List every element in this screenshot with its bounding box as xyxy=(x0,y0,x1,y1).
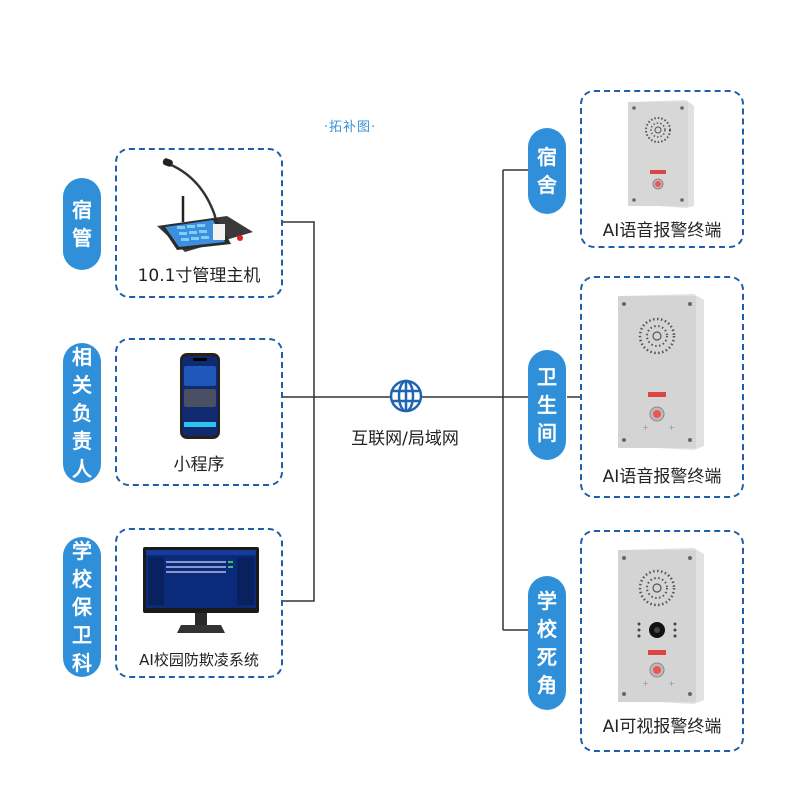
pill-char: 生 xyxy=(537,393,557,417)
device-label: AI校园防欺凌系统 xyxy=(139,651,259,669)
pill-char: 人 xyxy=(72,457,92,481)
pill-char: 科 xyxy=(72,651,92,675)
category-pill-restroom: 卫 生 间 xyxy=(528,350,566,460)
device-label: 10.1寸管理主机 xyxy=(137,266,261,286)
svg-text:+: + xyxy=(668,423,675,432)
pill-char: 责 xyxy=(72,429,92,453)
management-console-icon xyxy=(157,158,253,252)
device-label: AI语音报警终端 xyxy=(602,467,722,487)
video-alarm-terminal-icon: ++ xyxy=(618,548,704,704)
pill-char: 卫 xyxy=(72,623,92,647)
smartphone-icon xyxy=(180,353,220,439)
svg-text:+: + xyxy=(668,679,675,688)
pill-char: 间 xyxy=(537,421,557,445)
pill-char: 管 xyxy=(72,226,92,250)
pill-char: 相 xyxy=(72,345,92,369)
connector-left-top xyxy=(283,221,315,602)
device-box-management-console: 10.1寸管理主机 xyxy=(115,148,283,298)
device-box-mini-program: 小程序 xyxy=(115,338,283,486)
pill-char: 角 xyxy=(537,673,557,697)
pill-char: 舍 xyxy=(537,173,557,197)
svg-text:+: + xyxy=(642,423,649,432)
diagram-title: ·拓补图· xyxy=(323,120,377,135)
category-pill-dorm-management: 宿 管 xyxy=(63,178,101,270)
pill-char: 学 xyxy=(72,539,92,563)
voice-alarm-terminal-icon xyxy=(628,100,694,208)
device-label: AI语音报警终端 xyxy=(602,221,722,241)
pill-char: 校 xyxy=(72,567,92,591)
voice-alarm-terminal-icon: ++ xyxy=(618,294,704,450)
device-box-video-alarm: ++ AI可视报警终端 xyxy=(580,530,744,752)
category-pill-dormitory: 宿 舍 xyxy=(528,128,566,214)
pill-char: 学 xyxy=(537,589,557,613)
pill-char: 宿 xyxy=(72,198,92,222)
pill-char: 保 xyxy=(72,595,92,619)
pill-char: 校 xyxy=(537,617,557,641)
device-box-anti-bullying-system: AI校园防欺凌系统 xyxy=(115,528,283,678)
pill-char: 关 xyxy=(72,373,92,397)
pill-char: 负 xyxy=(72,401,92,425)
category-pill-responsible-person: 相 关 负 责 人 xyxy=(63,343,101,483)
category-pill-blind-spot: 学 校 死 角 xyxy=(528,576,566,710)
device-box-voice-alarm-dormitory: AI语音报警终端 xyxy=(580,90,744,248)
pill-char: 死 xyxy=(537,645,557,669)
category-pill-security-department: 学 校 保 卫 科 xyxy=(63,537,101,677)
pill-char: 卫 xyxy=(537,365,557,389)
pill-char: 宿 xyxy=(537,145,557,169)
monitor-icon xyxy=(143,547,259,633)
network-label: 互联网/局域网 xyxy=(351,429,459,449)
globe-icon xyxy=(389,379,423,413)
device-label: 小程序 xyxy=(173,455,225,475)
svg-text:+: + xyxy=(642,679,649,688)
device-label: AI可视报警终端 xyxy=(602,717,722,737)
device-box-voice-alarm-restroom: ++ AI语音报警终端 xyxy=(580,276,744,498)
